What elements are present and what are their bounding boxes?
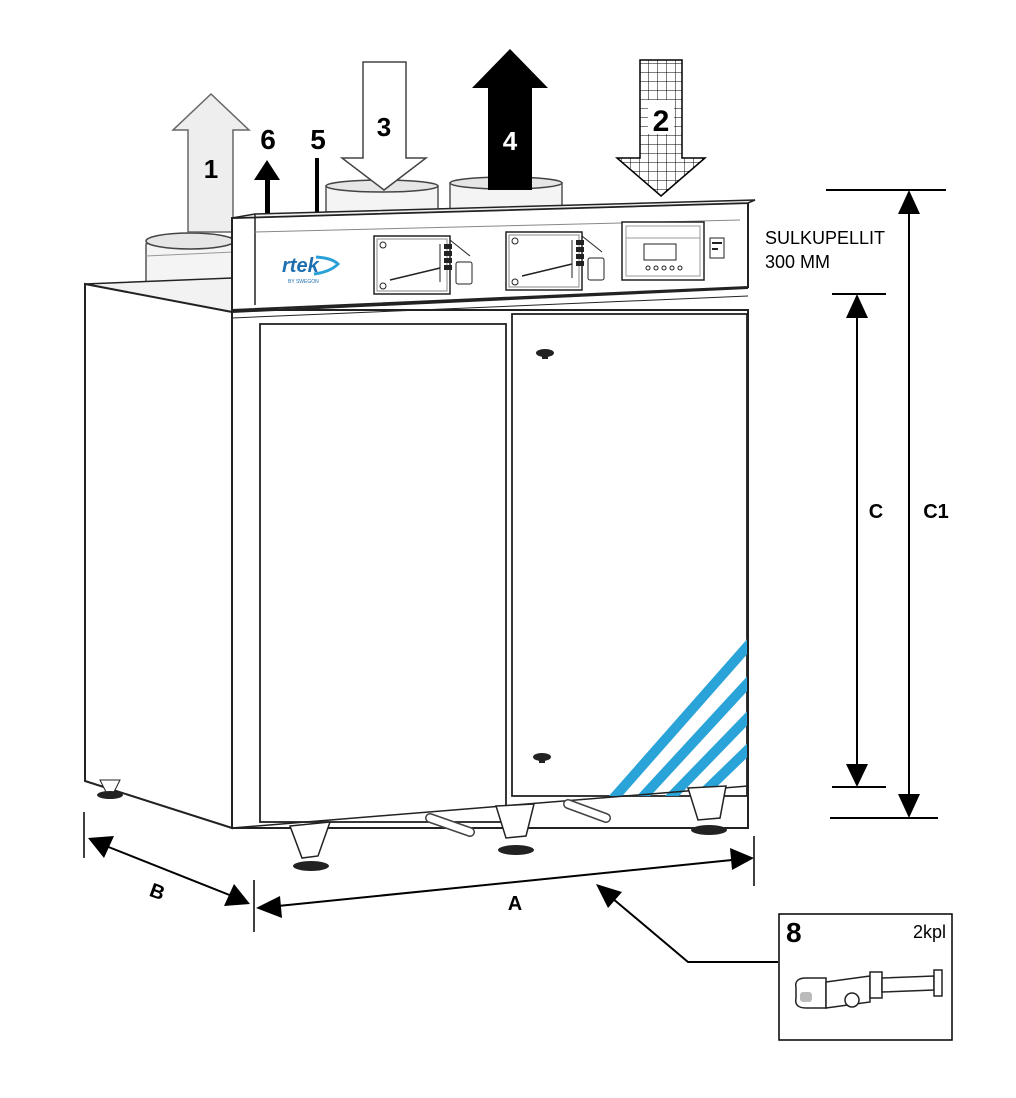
dimension-c1: C1 — [826, 189, 949, 819]
logo-subtext: BY SWEGON — [288, 279, 319, 285]
door-left — [259, 323, 507, 823]
accessory-pointer — [596, 884, 778, 963]
airflow-arrow-4: 4 — [472, 49, 548, 190]
condensate-arrow-6: 6 — [254, 124, 280, 214]
base-and-legs — [84, 779, 749, 871]
callout-3: 3 — [377, 112, 391, 142]
pipe-5: 5 — [310, 124, 326, 214]
control-module-middle — [505, 231, 605, 291]
airflow-arrow-2: 2 — [614, 59, 708, 197]
callout-4: 4 — [503, 126, 518, 156]
callout-2: 2 — [653, 105, 670, 138]
duct-collar-1 — [145, 232, 235, 293]
duct-collar-3 — [325, 179, 439, 213]
dimension-a-label: A — [508, 893, 522, 915]
adjustable-foot-icon — [794, 969, 943, 1009]
dimension-c: C — [832, 293, 886, 788]
damper-note: SULKUPELLIT 300 MM — [765, 228, 885, 272]
dimension-a: A — [256, 836, 755, 918]
dimension-c-label: C — [869, 501, 883, 523]
brand-logo: rtek BY SWEGON — [282, 255, 341, 285]
logo-text: rtek — [282, 255, 320, 277]
blue-stripes — [608, 639, 747, 796]
dimension-b: B — [83, 812, 255, 932]
note-line-1: SULKUPELLIT — [765, 228, 885, 248]
accessory-quantity: 2kpl — [913, 922, 946, 942]
door-lock-bottom — [533, 753, 551, 763]
note-line-2: 300 MM — [765, 252, 830, 272]
callout-6: 6 — [260, 124, 276, 155]
dimension-c1-label: C1 — [923, 501, 949, 523]
door-lock-top — [536, 349, 554, 359]
airflow-arrow-3: 3 — [339, 61, 429, 191]
accessory-box: 8 2kpl — [778, 913, 953, 1041]
callout-5: 5 — [310, 124, 326, 155]
airflow-arrow-1: 1 — [171, 92, 251, 233]
door-right — [511, 313, 748, 797]
control-module-left — [373, 235, 473, 295]
control-panel — [621, 221, 725, 281]
dimension-b-label: B — [146, 880, 167, 906]
callout-8: 8 — [786, 917, 802, 948]
callout-1: 1 — [204, 154, 218, 184]
